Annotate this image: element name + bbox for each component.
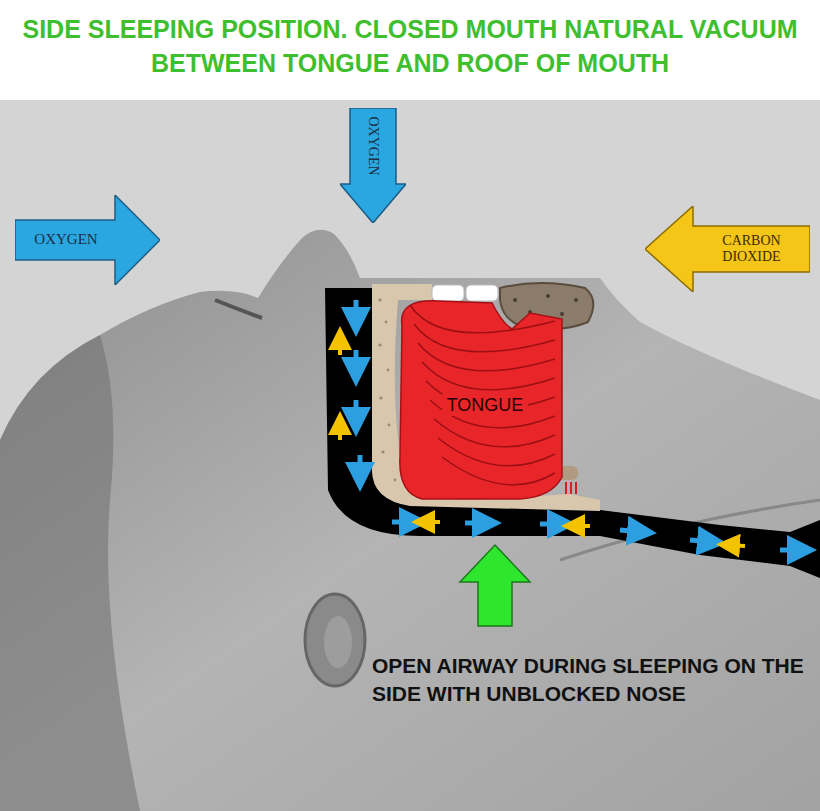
tongue-fiber bbox=[422, 362, 555, 390]
tongue-fiber bbox=[414, 324, 555, 352]
hyoid-muscle bbox=[566, 482, 576, 494]
tongue-fiber bbox=[438, 438, 555, 466]
node-label: OXYGEN bbox=[34, 231, 97, 248]
text-area: OXYGEN bbox=[17, 220, 115, 260]
ear bbox=[305, 594, 365, 686]
bone-texture bbox=[378, 298, 396, 481]
diagram-title: SIDE SLEEPING POSITION. CLOSED MOUTH NAT… bbox=[10, 12, 810, 80]
eye bbox=[215, 300, 262, 318]
oxygen-arrow: OXYGEN bbox=[15, 195, 160, 285]
tongue-fiber bbox=[434, 419, 555, 447]
photo-ground bbox=[0, 100, 820, 811]
carbon-dioxide-arrow: CARBON DIOXIDE bbox=[645, 206, 810, 292]
head-silhouette bbox=[0, 230, 820, 811]
oxygen-arrow-fill bbox=[15, 195, 160, 285]
node-label: CARBON DIOXIDE bbox=[706, 233, 798, 265]
airway bbox=[325, 288, 820, 578]
callout-text: OPEN AIRWAY DURING SLEEPING ON THE SIDE … bbox=[372, 652, 812, 708]
oxygen-flow-arrows bbox=[356, 300, 802, 550]
node-label: OXYGEN bbox=[365, 116, 381, 175]
tongue-fiber bbox=[418, 343, 555, 371]
node-label: TONGUE bbox=[442, 394, 529, 417]
upper-tooth bbox=[432, 285, 464, 301]
carbon-dioxide-arrow-fill bbox=[645, 206, 810, 292]
tongue-fiber bbox=[442, 457, 555, 485]
pointer-arrow bbox=[460, 545, 530, 626]
bone-tissue bbox=[372, 284, 600, 511]
oxygen-arrow-fill bbox=[340, 108, 406, 223]
tongue-fiber bbox=[410, 305, 555, 333]
ear-inner bbox=[324, 616, 352, 668]
text-area: TONGUE bbox=[420, 385, 550, 425]
text-area: CARBON DIOXIDE bbox=[695, 226, 808, 272]
tongue-body bbox=[400, 301, 562, 499]
hair bbox=[0, 335, 140, 811]
tongue-shape: TONGUE bbox=[380, 285, 565, 503]
title-band bbox=[0, 0, 820, 100]
text-area: OXYGEN bbox=[350, 108, 396, 184]
oxygen-arrow: OXYGEN bbox=[340, 108, 406, 223]
upper-tooth bbox=[466, 285, 498, 301]
